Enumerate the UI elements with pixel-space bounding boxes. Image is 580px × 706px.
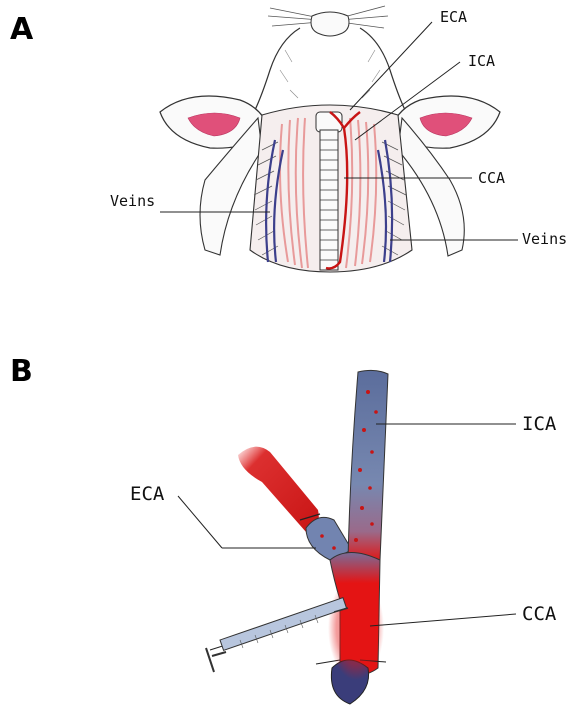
eca-cut-segment [238,447,319,532]
panel-b-cca-label: CCA [522,603,557,625]
syringe [206,598,348,672]
ica-vessel [348,370,388,560]
panel-a-veins-left-label: Veins [110,192,155,210]
trachea [316,112,342,270]
panel-a-eca-label: ECA [440,8,467,26]
panel-b-eca-label: ECA [130,483,165,505]
rat-illustration [160,6,500,272]
panel-a-cca-label: CCA [478,169,505,187]
panel-a-veins-right-label: Veins [522,230,567,248]
snout [311,12,349,36]
bifurcation-illustration [206,370,388,704]
panel-b-ica-label: ICA [522,413,557,435]
head-outline [255,28,405,110]
panel-a-ica-label: ICA [468,52,495,70]
